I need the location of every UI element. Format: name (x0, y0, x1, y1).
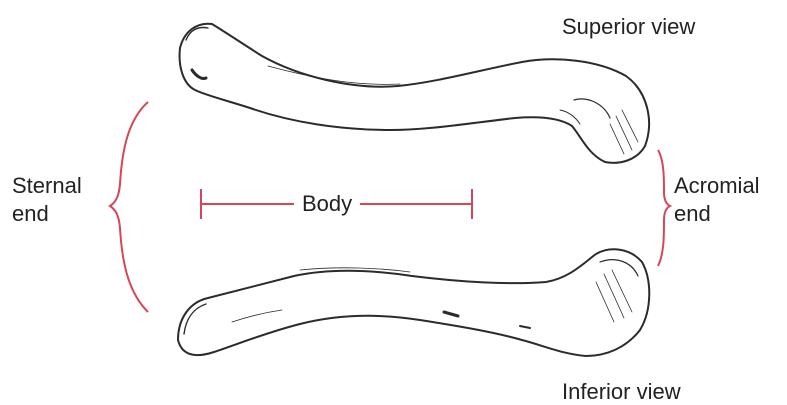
body-label: Body (294, 190, 360, 218)
sternal-end-brace (110, 102, 148, 312)
acromial-end-brace (658, 150, 670, 266)
clavicle-inferior-view-illustration (178, 249, 649, 356)
sternal-end-label-line1: Sternal (12, 172, 82, 200)
acromial-end-label: Acromial end (674, 172, 760, 228)
acromial-end-label-line2: end (674, 200, 760, 228)
acromial-end-label-line1: Acromial (674, 172, 760, 200)
superior-view-label: Superior view (562, 13, 695, 41)
sternal-end-label-line2: end (12, 200, 82, 228)
clavicle-superior-view-illustration (180, 24, 649, 163)
sternal-end-label: Sternal end (12, 172, 82, 228)
inferior-view-label: Inferior view (562, 378, 681, 405)
